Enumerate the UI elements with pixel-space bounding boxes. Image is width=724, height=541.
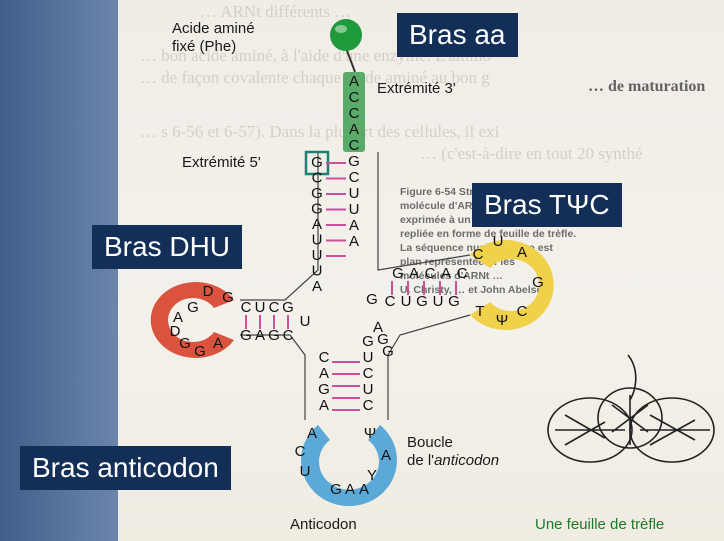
nucleotide-tpsic-loop: G — [532, 274, 544, 291]
nucleotide-anticodon-loop: C — [295, 443, 306, 460]
nucleotide-acceptor-5prime: U — [312, 247, 323, 264]
nucleotide-acceptor-3prime: U — [349, 201, 360, 218]
nucleotide-anticodon-triplet: A — [359, 481, 369, 498]
nucleotide-acceptor-3prime: C — [349, 137, 360, 154]
nucleotide-acceptor-3prime: C — [349, 169, 360, 186]
nucleotide-anticodon-stem-left: A — [319, 397, 329, 414]
nucleotide-tpsic-stem-top: A — [441, 265, 451, 282]
end3-annotation: Extrémité 3' — [377, 80, 456, 98]
nucleotide-dhu-loop: D — [203, 283, 214, 300]
nucleotide-anticodon-loop: U — [300, 463, 311, 480]
nucleotide-anticodon-triplet: A — [345, 481, 355, 498]
nucleotide-acceptor-5prime: G — [311, 154, 323, 171]
nucleotide-tpsic-stem-top: C — [425, 265, 436, 282]
nucleotide-acceptor-3prime: A — [349, 233, 359, 250]
label-bras-anticodon: Bras anticodon — [20, 446, 231, 490]
label-bras-tpsic: Bras TΨC — [472, 183, 622, 227]
nucleotide-variable-loop: G — [382, 343, 394, 360]
clover-caption: Une feuille de trèfle — [535, 516, 664, 533]
nucleotide-acceptor-3prime: A — [349, 217, 359, 234]
nucleotide-junction: U — [300, 313, 311, 330]
nucleotide-tpsic-loop: A — [517, 244, 527, 261]
nucleotide-tpsic-loop: Ψ — [496, 312, 509, 329]
nucleotide-anticodon-stem-right: C — [363, 365, 374, 382]
nucleotide-dhu-loop: G — [194, 343, 206, 360]
nucleotide-acceptor-3prime: U — [349, 185, 360, 202]
label-bras-aa: Bras aa — [397, 13, 518, 57]
nucleotide-dhu-stem-top: U — [255, 299, 266, 316]
nucleotide-dhu-loop: A — [213, 335, 223, 352]
nucleotide-acceptor-5prime: A — [312, 216, 322, 233]
nucleotide-anticodon-stem-left: G — [318, 381, 330, 398]
nucleotide-anticodon-loop: Ψ — [364, 425, 377, 442]
nucleotide-dhu-stem-bottom: G — [240, 327, 252, 344]
nucleotide-anticodon-loop: A — [381, 447, 391, 464]
nucleotide-acceptor-5prime: G — [311, 200, 323, 217]
anticodon-loop-label-italic: anticodon — [434, 452, 499, 469]
nucleotide-acceptor-3prime: C — [349, 105, 360, 122]
nucleotide-anticodon-stem-right: U — [363, 349, 374, 366]
nucleotide-anticodon-stem-right: U — [363, 381, 374, 398]
nucleotide-anticodon-stem-left: A — [319, 365, 329, 382]
nucleotide-tpsic-stem-top: G — [392, 265, 404, 282]
nucleotide-anticodon-triplet: G — [330, 481, 342, 498]
nucleotide-tpsic-stem-bottom: U — [433, 293, 444, 310]
nucleotide-tpsic-loop: C — [473, 246, 484, 263]
anticodon-loop-label-line1: Boucle — [407, 434, 453, 451]
nucleotide-junction: G — [366, 291, 378, 308]
anticodon-loop-annotation: Boucle de l'anticodon — [407, 434, 499, 470]
nucleotide-tpsic-stem-bottom: G — [448, 293, 460, 310]
nucleotide-tpsic-stem-bottom: G — [416, 293, 428, 310]
nucleotide-acceptor-5prime: A — [312, 278, 322, 295]
anticodon-loop-label-prefix: de l' — [407, 452, 434, 469]
nucleotide-anticodon-loop: A — [307, 425, 317, 442]
nucleotide-tpsic-stem-top: C — [457, 265, 468, 282]
nucleotide-tpsic-loop: T — [475, 303, 484, 320]
nucleotide-dhu-loop: G — [187, 299, 199, 316]
amino-acid-link — [346, 48, 355, 72]
nucleotide-acceptor-5prime: C — [312, 169, 323, 186]
nucleotide-acceptor-3prime: A — [349, 121, 359, 138]
amino-acid-ball — [330, 19, 362, 51]
nucleotide-anticodon-stem-right: C — [363, 397, 374, 414]
label-bras-dhu: Bras DHU — [92, 225, 242, 269]
amino-acid-annotation: Acide aminé fixé (Phe) — [172, 20, 255, 56]
nucleotide-tpsic-loop: C — [517, 303, 528, 320]
nucleotide-tpsic-stem-bottom: U — [401, 293, 412, 310]
end5-annotation: Extrémité 5' — [182, 154, 261, 172]
nucleotide-dhu-stem-bottom: G — [268, 327, 280, 344]
nucleotide-anticodon-stem-right: G — [362, 333, 374, 350]
nucleotide-dhu-loop: G — [222, 289, 234, 306]
nucleotide-tpsic-loop: U — [493, 233, 504, 250]
clover-leaf-drawing — [548, 355, 714, 462]
nucleotide-dhu-stem-top: C — [269, 299, 280, 316]
nucleotide-anticodon-stem-left: C — [319, 349, 330, 366]
nucleotide-acceptor-5prime: U — [312, 262, 323, 279]
nucleotide-dhu-stem-top: G — [282, 299, 294, 316]
nucleotide-acceptor-5prime: G — [311, 185, 323, 202]
nucleotide-dhu-stem-bottom: A — [255, 327, 265, 344]
nucleotide-tpsic-stem-top: A — [409, 265, 419, 282]
nucleotide-dhu-stem-top: C — [241, 299, 252, 316]
nucleotide-acceptor-3prime: C — [349, 89, 360, 106]
anticodon-annotation: Anticodon — [290, 516, 357, 534]
nucleotide-acceptor-3prime: A — [349, 73, 359, 90]
nucleotide-acceptor-5prime: U — [312, 231, 323, 248]
nucleotide-acceptor-3prime: G — [348, 153, 360, 170]
nucleotide-tpsic-stem-bottom: C — [385, 293, 396, 310]
nucleotide-dhu-stem-bottom: C — [283, 327, 294, 344]
nucleotide-dhu-loop: G — [179, 335, 191, 352]
